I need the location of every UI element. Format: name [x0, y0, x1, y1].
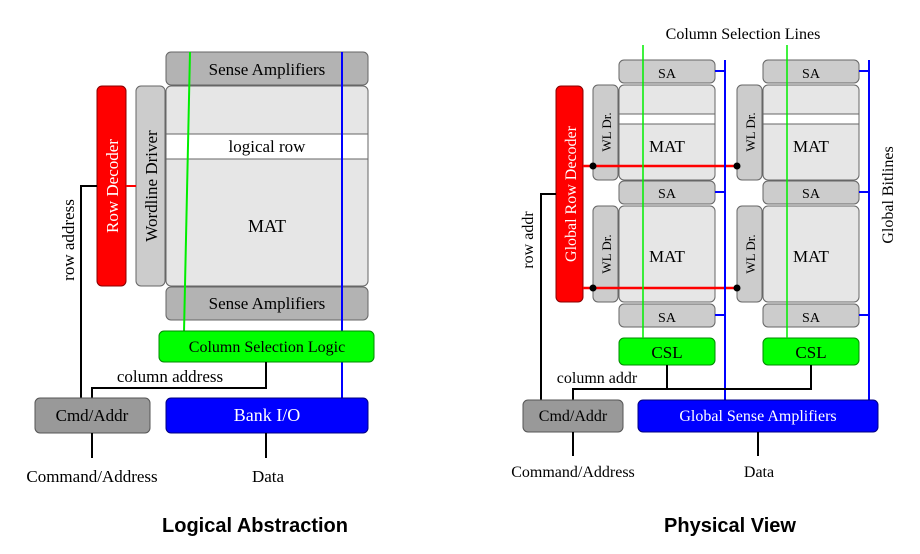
row-address-label: row address [59, 199, 78, 281]
bank-io-label: Bank I/O [234, 405, 301, 425]
junction-dot [733, 162, 741, 170]
wl-driver [592, 205, 619, 303]
global-row-decoder-label: Global Row Decoder [563, 125, 580, 262]
sa-label: SA [658, 311, 677, 326]
sense-amplifiers-top-label: Sense Amplifiers [209, 60, 326, 79]
csl-label: CSL [795, 343, 826, 362]
wl-driver-label: WL Dr. [743, 112, 758, 151]
column-addr-wire [572, 365, 812, 400]
mat-label: MAT [649, 247, 686, 266]
cmd-addr-label: Cmd/Addr [539, 408, 608, 425]
command-address-label: Command/Address [511, 464, 635, 481]
column-selection-logic-label: Column Selection Logic [189, 339, 345, 356]
physical-view-title: Physical View [664, 515, 796, 537]
sense-amplifiers-top [165, 51, 369, 86]
junction-dot [589, 284, 597, 292]
subarray-column-1: SA MAT WL Dr. SA MAT WL Dr. SA CSL [592, 59, 716, 366]
logical-row [618, 113, 716, 125]
mat-label: MAT [649, 137, 686, 156]
global-bitlines-label: Global Bitlines [880, 146, 897, 243]
cmd-addr-label: Cmd/Addr [56, 406, 129, 425]
physical-view: Column Selection Lines Global Row Decode… [511, 26, 897, 537]
logical-abstraction-title: Logical Abstraction [162, 515, 348, 537]
wl-driver-label: WL Dr. [743, 234, 758, 273]
wl-driver [736, 205, 763, 303]
mat-label: MAT [248, 216, 286, 236]
sa-label: SA [802, 67, 821, 82]
junction-dot [733, 284, 741, 292]
junction-dot [589, 162, 597, 170]
subarray-column-2: SA MAT WL Dr. SA MAT WL Dr. SA CSL [736, 59, 860, 366]
wl-driver-label: WL Dr. [599, 112, 614, 151]
wl-driver [736, 84, 763, 181]
mat-label: MAT [793, 137, 830, 156]
data-label: Data [744, 464, 774, 481]
logical-row [762, 113, 860, 125]
row-decoder-label: Row Decoder [103, 139, 122, 233]
data-label: Data [252, 467, 285, 486]
csl-label: CSL [651, 343, 682, 362]
sa-label: SA [802, 311, 821, 326]
sense-amplifiers-bottom-label: Sense Amplifiers [209, 294, 326, 313]
sa-label: SA [802, 187, 821, 202]
mat-label: MAT [793, 247, 830, 266]
row-address-wire [80, 185, 97, 398]
mat-block [762, 84, 860, 181]
row-addr-label: row addr [520, 211, 537, 269]
logical-abstraction: Sense Amplifiers logical row MAT Sense A… [26, 51, 375, 537]
global-sense-amplifiers-label: Global Sense Amplifiers [679, 408, 836, 425]
sense-amplifiers-bottom [165, 286, 369, 321]
wl-driver-label: WL Dr. [599, 234, 614, 273]
global-bitlines [715, 60, 870, 400]
command-address-label: Command/Address [26, 467, 157, 486]
column-addr-label: column addr [557, 370, 638, 387]
wordline-driver-label: Wordline Driver [142, 130, 161, 242]
sa-label: SA [658, 67, 677, 82]
sa-label: SA [658, 187, 677, 202]
mat-block [165, 85, 369, 287]
column-selection-lines-label: Column Selection Lines [666, 26, 821, 43]
logical-row [165, 133, 369, 160]
wl-driver [592, 84, 619, 181]
column-select-line [183, 51, 191, 333]
logical-row-label: logical row [229, 137, 307, 156]
column-address-label: column address [117, 367, 223, 386]
row-addr-wire [540, 193, 556, 400]
column-address-wire [91, 362, 267, 398]
